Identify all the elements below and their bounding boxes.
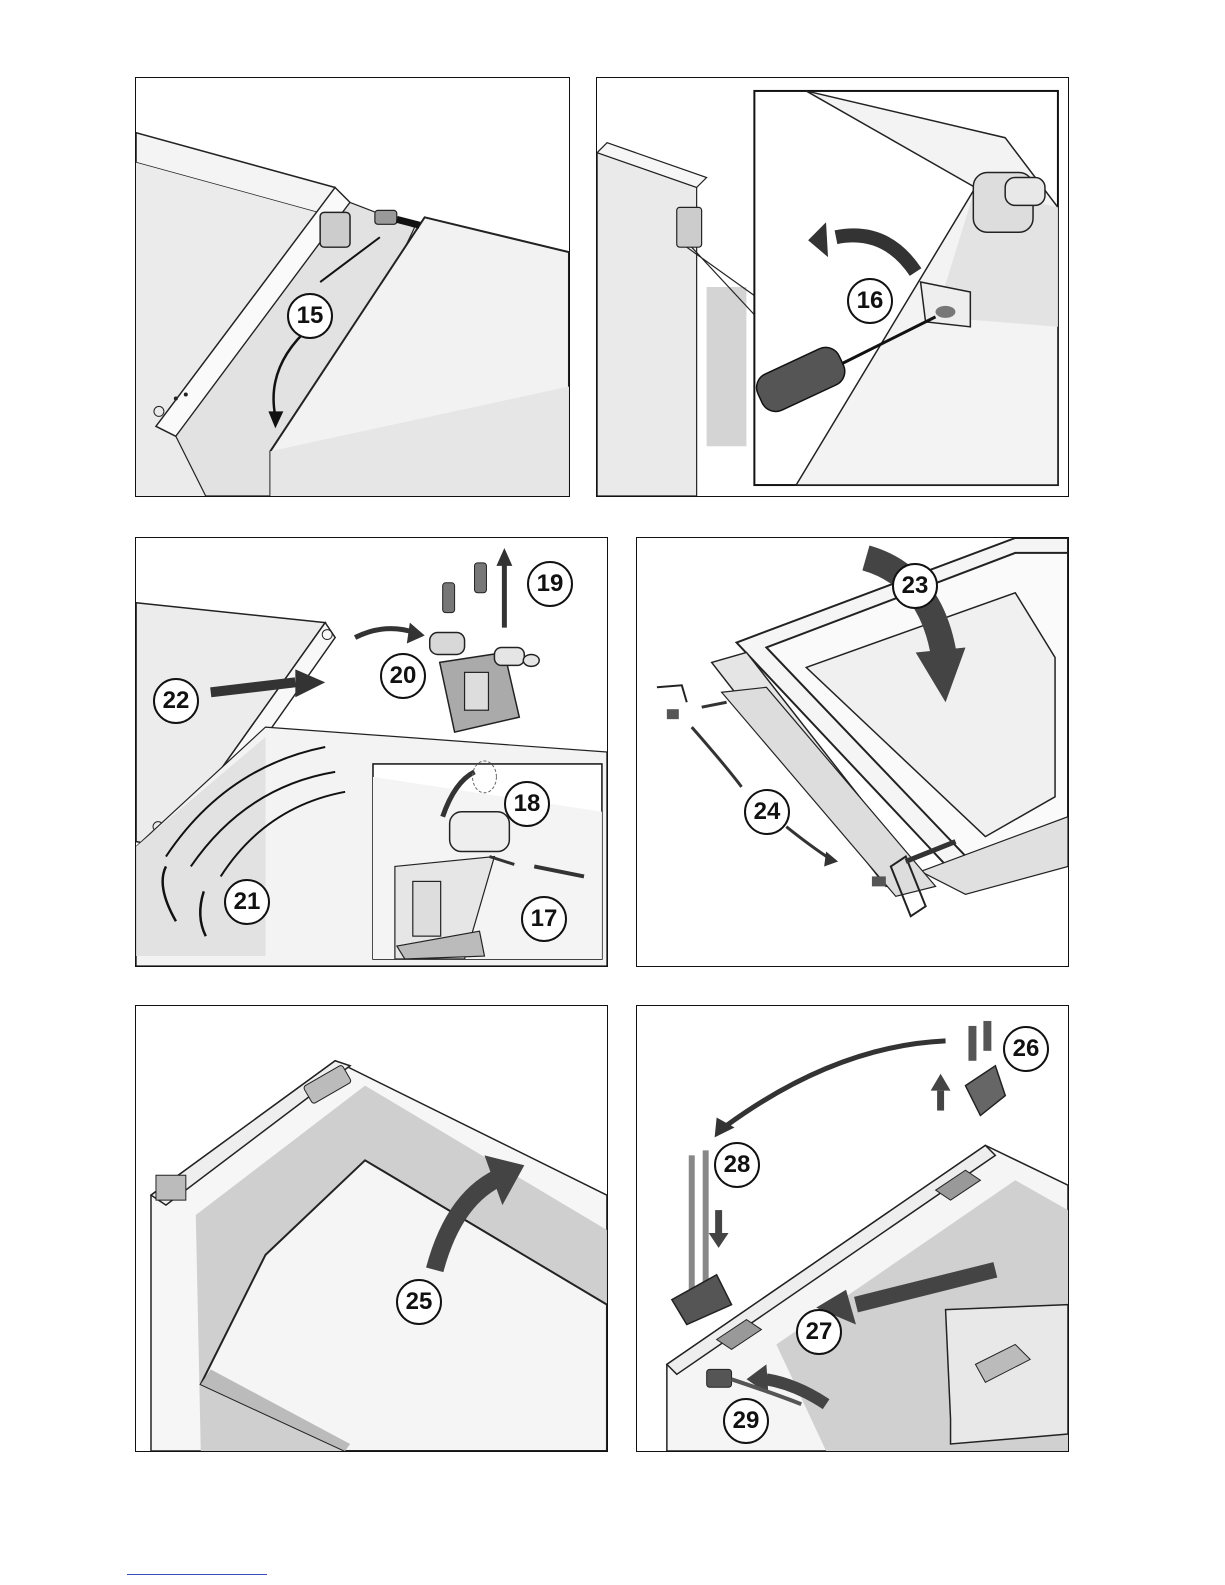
step-number-25: 25 [396, 1279, 442, 1325]
step-number-27: 27 [796, 1309, 842, 1355]
step-number-18: 18 [504, 781, 550, 827]
step-number-19: 19 [527, 561, 573, 607]
door-frame-illustration [637, 538, 1068, 966]
door-lift-illustration [136, 1006, 607, 1451]
screwdriver-hinge-illustration [597, 78, 1068, 496]
step-number-23: 23 [892, 563, 938, 609]
panel-step-25: 25 [135, 1005, 608, 1452]
step-number-21: 21 [224, 879, 270, 925]
panel-steps-26-29: 26 28 27 29 [636, 1005, 1069, 1452]
panel-step-15: 15 [135, 77, 570, 497]
step-number-29: 29 [723, 1398, 769, 1444]
step-number-17: 17 [521, 896, 567, 942]
step-number-16: 16 [847, 278, 893, 324]
panel-steps-23-24: 23 24 [636, 537, 1069, 967]
step-number-20: 20 [380, 653, 426, 699]
panel-step-16: 16 [596, 77, 1069, 497]
step-number-24: 24 [744, 789, 790, 835]
step-number-22: 22 [153, 678, 199, 724]
hinge-cover-illustration [136, 78, 569, 496]
hinge-transfer-illustration [637, 1006, 1068, 1451]
step-number-26: 26 [1003, 1026, 1049, 1072]
panel-steps-17-22: 19 20 22 18 21 17 [135, 537, 608, 967]
footer-link-underline[interactable] [127, 1574, 267, 1575]
step-number-15: 15 [287, 293, 333, 339]
step-number-28: 28 [714, 1142, 760, 1188]
